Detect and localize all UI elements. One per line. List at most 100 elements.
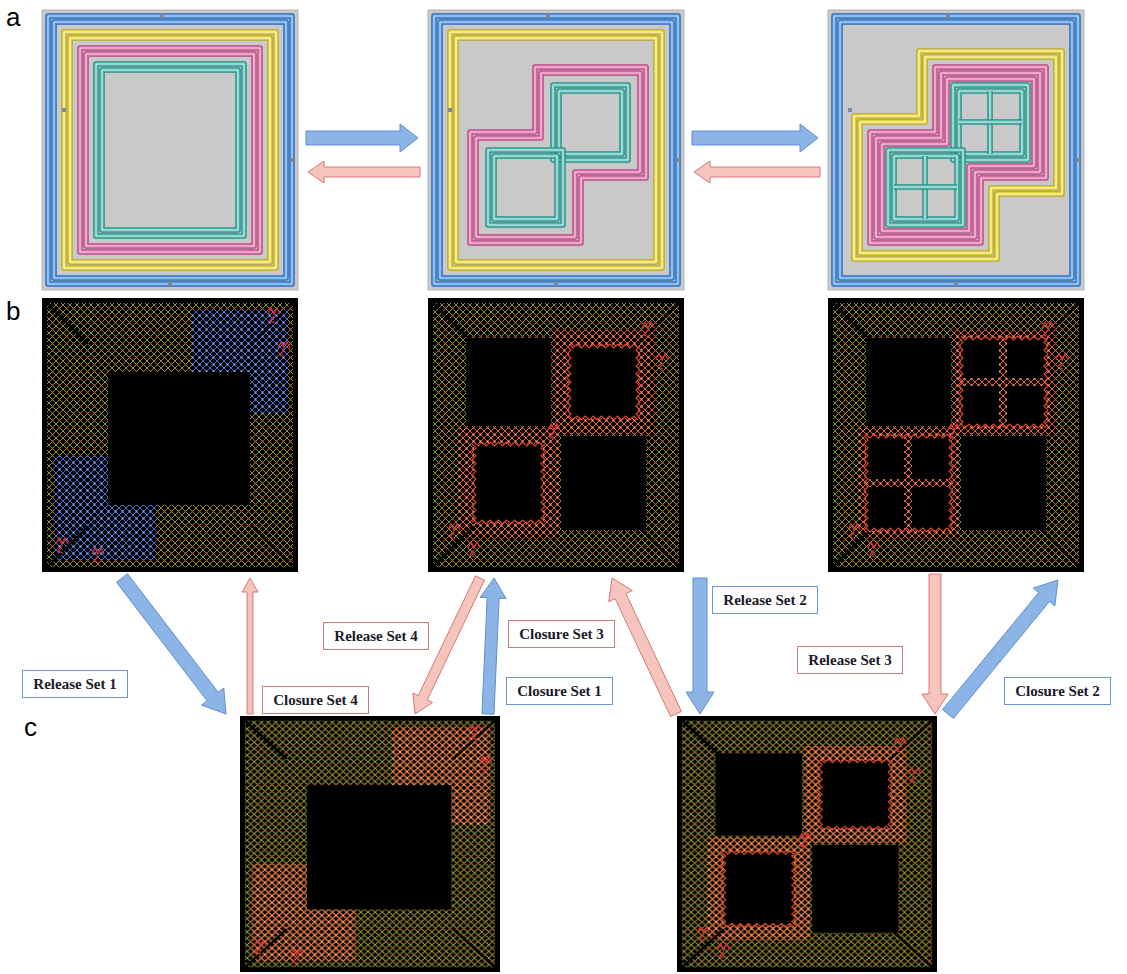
- illustration-part: [833, 303, 874, 344]
- illustration-part: [866, 487, 904, 530]
- illustration-part: [1076, 158, 1080, 162]
- illustration-part: [278, 342, 290, 357]
- illustration-part: [638, 526, 679, 567]
- transition-label: Closure Set 1: [517, 682, 602, 700]
- illustration-part: [866, 436, 904, 479]
- illustration-part: [638, 303, 679, 344]
- illustration-part: [894, 156, 957, 219]
- illustration-part: [840, 22, 1072, 278]
- illustration-part: [912, 436, 951, 479]
- illustration-part: [476, 73, 640, 237]
- illustration-part: [54, 22, 286, 278]
- illustration-part: [818, 761, 822, 828]
- illustration-part: [848, 524, 860, 539]
- illustration-part: [254, 940, 266, 954]
- illustration-part: [102, 70, 238, 230]
- illustration-part: [42, 10, 298, 290]
- illustration-part: [488, 150, 563, 225]
- illustration-part: [245, 721, 287, 759]
- illustration-part: [828, 298, 1084, 572]
- illustration-part: [894, 186, 957, 187]
- illustration-part: [433, 303, 474, 344]
- illustration-part: [888, 150, 963, 225]
- illustration-part: [480, 757, 492, 771]
- illustration-part: [476, 73, 640, 237]
- illustration-part: [866, 434, 951, 438]
- illustration-part: [102, 70, 238, 230]
- illustration-part: [456, 38, 656, 262]
- illustration-part: [567, 346, 571, 418]
- illustration-part: [553, 330, 654, 434]
- illustration-part: [949, 436, 953, 530]
- illustration-part: [724, 852, 794, 925]
- illustration-part: [961, 386, 999, 426]
- illustration-part: [307, 785, 451, 909]
- illustration-part: [724, 851, 794, 855]
- illustration-part: [569, 416, 638, 420]
- illustration-part: [456, 38, 656, 262]
- illustration-part: [453, 721, 495, 759]
- illustration-part: [909, 768, 921, 782]
- illustration-part: [876, 73, 1040, 237]
- illustration-part: [466, 338, 551, 426]
- illustration-part: [48, 16, 292, 284]
- illustration-part: [697, 927, 709, 941]
- illustration-part: [476, 73, 640, 237]
- illustration-part: [291, 950, 303, 964]
- illustration-part: [80, 48, 260, 252]
- illustration-part: [488, 150, 563, 225]
- transition-label-box: Release Set 3: [797, 646, 903, 674]
- illustration-part: [96, 64, 244, 236]
- transition-arrow: [609, 578, 682, 717]
- illustration-part: [448, 524, 460, 539]
- illustration-part: [474, 444, 543, 522]
- illustration-part: [42, 298, 298, 572]
- illustration-part: [96, 64, 244, 236]
- transition-label: Closure Set 4: [273, 691, 358, 709]
- transition-arrow: [922, 574, 948, 714]
- illustration-part: [864, 436, 868, 530]
- transition-label-box: Closure Set 2: [1004, 677, 1111, 705]
- illustration-part: [707, 837, 810, 940]
- illustration-part: [820, 759, 890, 763]
- illustration-part: [245, 721, 495, 968]
- illustration-part: [48, 16, 292, 284]
- transition-arrow: [306, 124, 418, 152]
- transition-label-box: Closure Set 4: [262, 686, 369, 714]
- illustration-part: [912, 487, 951, 530]
- transition-label: Release Set 2: [723, 591, 806, 609]
- afm-image: [677, 716, 937, 972]
- transition-label: Closure Set 3: [519, 625, 604, 643]
- illustration-part: [494, 156, 557, 219]
- illustration-part: [96, 64, 244, 236]
- afm-image: [428, 298, 684, 572]
- illustration-part: [92, 548, 104, 563]
- illustration-part: [56, 538, 68, 553]
- illustration-part: [160, 14, 164, 18]
- illustration-part: [450, 32, 662, 268]
- illustration-part: [448, 108, 452, 112]
- transition-arrow: [242, 578, 258, 714]
- transition-arrow: [308, 161, 420, 183]
- illustration-part: [888, 150, 963, 225]
- illustration-part: [792, 852, 796, 925]
- illustration-part: [569, 344, 638, 348]
- illustration-part: [642, 322, 654, 337]
- illustration-part: [434, 16, 678, 284]
- transition-arrow: [480, 578, 506, 714]
- illustration-part: [434, 16, 678, 284]
- afm-image: [828, 298, 1084, 572]
- illustration-part: [882, 79, 1034, 231]
- illustration-part: [858, 428, 959, 538]
- transition-label: Closure Set 2: [1015, 682, 1100, 700]
- illustration-part: [488, 150, 563, 225]
- illustration-part: [470, 67, 646, 243]
- transition-arrow: [943, 580, 1058, 718]
- transition-label: Release Set 3: [808, 651, 891, 669]
- illustration-part: [48, 16, 292, 284]
- illustration-part: [108, 372, 250, 505]
- panel-letter: b: [6, 298, 20, 324]
- illustration-part: [959, 91, 1022, 154]
- illustration-part: [890, 721, 932, 759]
